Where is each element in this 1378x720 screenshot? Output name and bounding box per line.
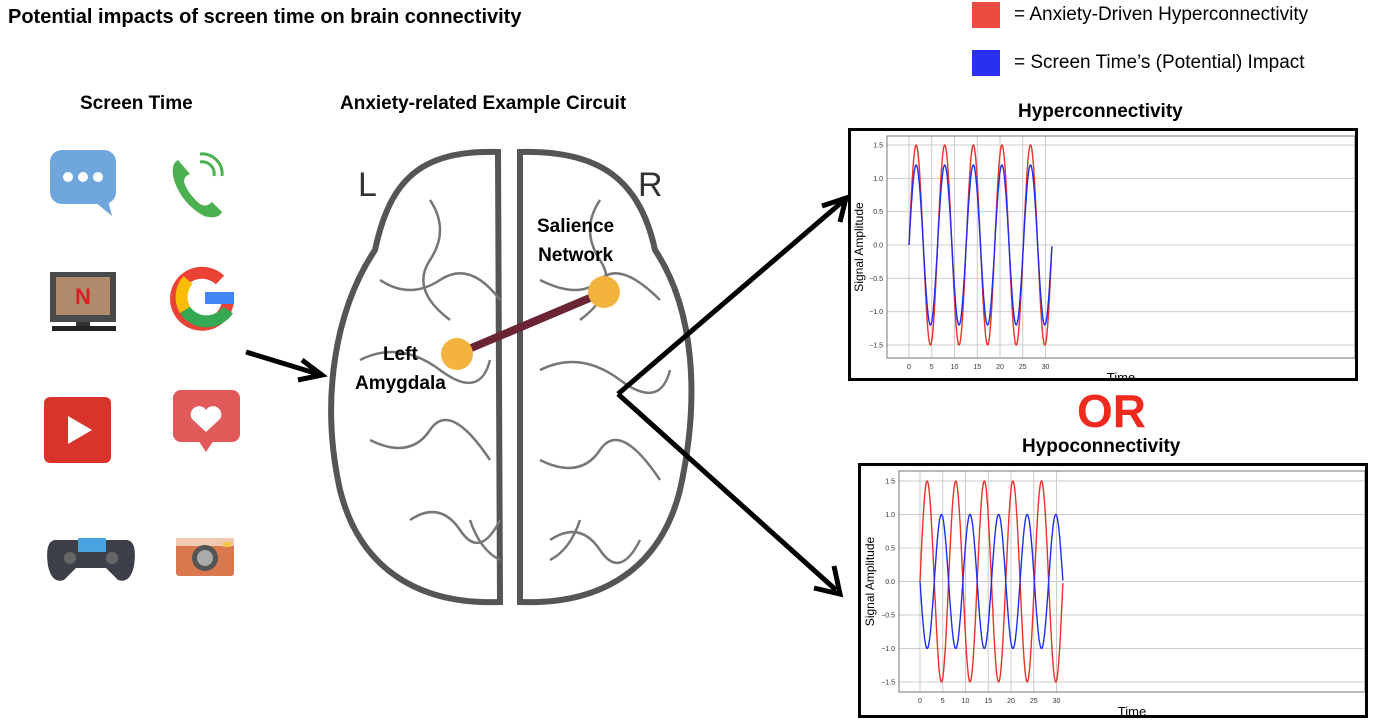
- salience-network-node: [588, 276, 620, 308]
- screen-time-icons: N: [44, 150, 240, 581]
- y-tick-label: −0.5: [869, 276, 883, 283]
- hyperconnectivity-plot: 0 5 10 15 20 25 30 1.5 1.0 0.5 0.0 −0.5 −1.0 −1.5Time…: [852, 135, 1356, 385]
- hypoconnectivity-plot: 0 5 10 15 20 25 30 1.5 1.0 0.5 0.0 −0.5 −1.0 −1.5Time…: [863, 470, 1366, 719]
- y-tick-label: 0.0: [885, 579, 895, 586]
- x-tick-label: 30: [1042, 364, 1050, 371]
- arrow-into-brain: [245, 349, 328, 383]
- like-heart-icon: [173, 390, 240, 452]
- x-tick-label: 0: [907, 364, 911, 371]
- x-tick-label: 5: [941, 698, 945, 705]
- page-title: Potential impacts of screen time on brai…: [8, 6, 522, 28]
- chat-bubble-icon: [50, 150, 116, 216]
- branch-arrows: [616, 194, 850, 598]
- left-hemisphere-label: L: [358, 166, 377, 204]
- series-line-screen-time-impact: [919, 513, 1064, 650]
- brain-heading: Anxiety-related Example Circuit: [340, 93, 627, 114]
- legend-item-screen-time: = Screen Time’s (Potential) Impact: [972, 50, 1308, 76]
- left-amygdala-label: Left Amygdala: [355, 340, 446, 398]
- label-line: Salience: [537, 216, 615, 237]
- legend-swatch-blue: [972, 50, 1000, 76]
- connectivity-link: [455, 288, 606, 358]
- x-axis-label: Time: [1107, 370, 1135, 378]
- y-tick-label: −1.0: [881, 646, 895, 653]
- arrow-to-hyperconnectivity: [616, 200, 844, 396]
- label-line: Network: [538, 245, 614, 266]
- svg-text:N: N: [75, 284, 91, 309]
- y-tick-label: 0.5: [885, 546, 895, 553]
- y-tick-label: 1.5: [885, 479, 895, 486]
- google-icon: [170, 266, 235, 331]
- legend-item-hyperconnectivity: = Anxiety-Driven Hyperconnectivity: [972, 2, 1308, 28]
- x-axis-label: Time: [1118, 704, 1146, 715]
- y-tick-label: 0.5: [873, 209, 883, 216]
- arrow-to-hypoconnectivity: [616, 392, 838, 592]
- game-controller-icon: [47, 538, 135, 581]
- screen-time-heading: Screen Time: [80, 93, 193, 114]
- y-tick-label: 0.0: [873, 243, 883, 250]
- left-amygdala-node: [441, 338, 473, 370]
- y-tick-label: 1.5: [873, 143, 883, 150]
- x-tick-label: 20: [996, 364, 1004, 371]
- phone-call-icon: [172, 152, 224, 218]
- x-tick-label: 15: [973, 364, 981, 371]
- x-tick-label: 30: [1053, 698, 1061, 705]
- y-axis-label: Signal Amplitude: [863, 536, 877, 626]
- youtube-icon: [44, 397, 111, 463]
- y-tick-label: −1.0: [869, 309, 883, 316]
- or-label: OR: [1077, 385, 1146, 437]
- y-tick-label: −0.5: [881, 613, 895, 620]
- x-tick-label: 15: [984, 698, 992, 705]
- x-tick-label: 10: [951, 364, 959, 371]
- brain-diagram: L R: [328, 148, 695, 606]
- x-tick-label: 5: [930, 364, 934, 371]
- netflix-tv-icon: N: [50, 272, 116, 331]
- brain-outline: [328, 148, 695, 606]
- chart-title-hypoconnectivity: Hypoconnectivity: [1022, 436, 1181, 457]
- salience-network-label: Salience Network: [537, 212, 614, 270]
- camera-icon: [176, 538, 234, 576]
- y-axis-label: Signal Amplitude: [852, 202, 866, 292]
- y-tick-label: −1.5: [881, 680, 895, 687]
- legend-label: = Anxiety-Driven Hyperconnectivity: [1014, 4, 1309, 25]
- y-tick-label: 1.0: [873, 176, 883, 183]
- y-tick-label: −1.5: [869, 343, 883, 350]
- x-tick-label: 10: [962, 698, 970, 705]
- right-hemisphere-label: R: [638, 166, 663, 204]
- x-tick-label: 25: [1019, 364, 1027, 371]
- legend-label: = Screen Time’s (Potential) Impact: [1014, 52, 1305, 73]
- label-line: Left: [382, 344, 418, 365]
- plot-area: [886, 135, 1356, 359]
- legend-swatch-red: [972, 2, 1000, 28]
- x-tick-label: 25: [1030, 698, 1038, 705]
- label-line: Amygdala: [355, 373, 446, 394]
- y-tick-label: 1.0: [885, 512, 895, 519]
- chart-title-hyperconnectivity: Hyperconnectivity: [1018, 101, 1183, 122]
- legend: = Anxiety-Driven Hyperconnectivity = Scr…: [972, 2, 1308, 76]
- x-tick-label: 20: [1007, 698, 1015, 705]
- series-line-screen-time-impact: [908, 164, 1053, 326]
- x-tick-label: 0: [918, 698, 922, 705]
